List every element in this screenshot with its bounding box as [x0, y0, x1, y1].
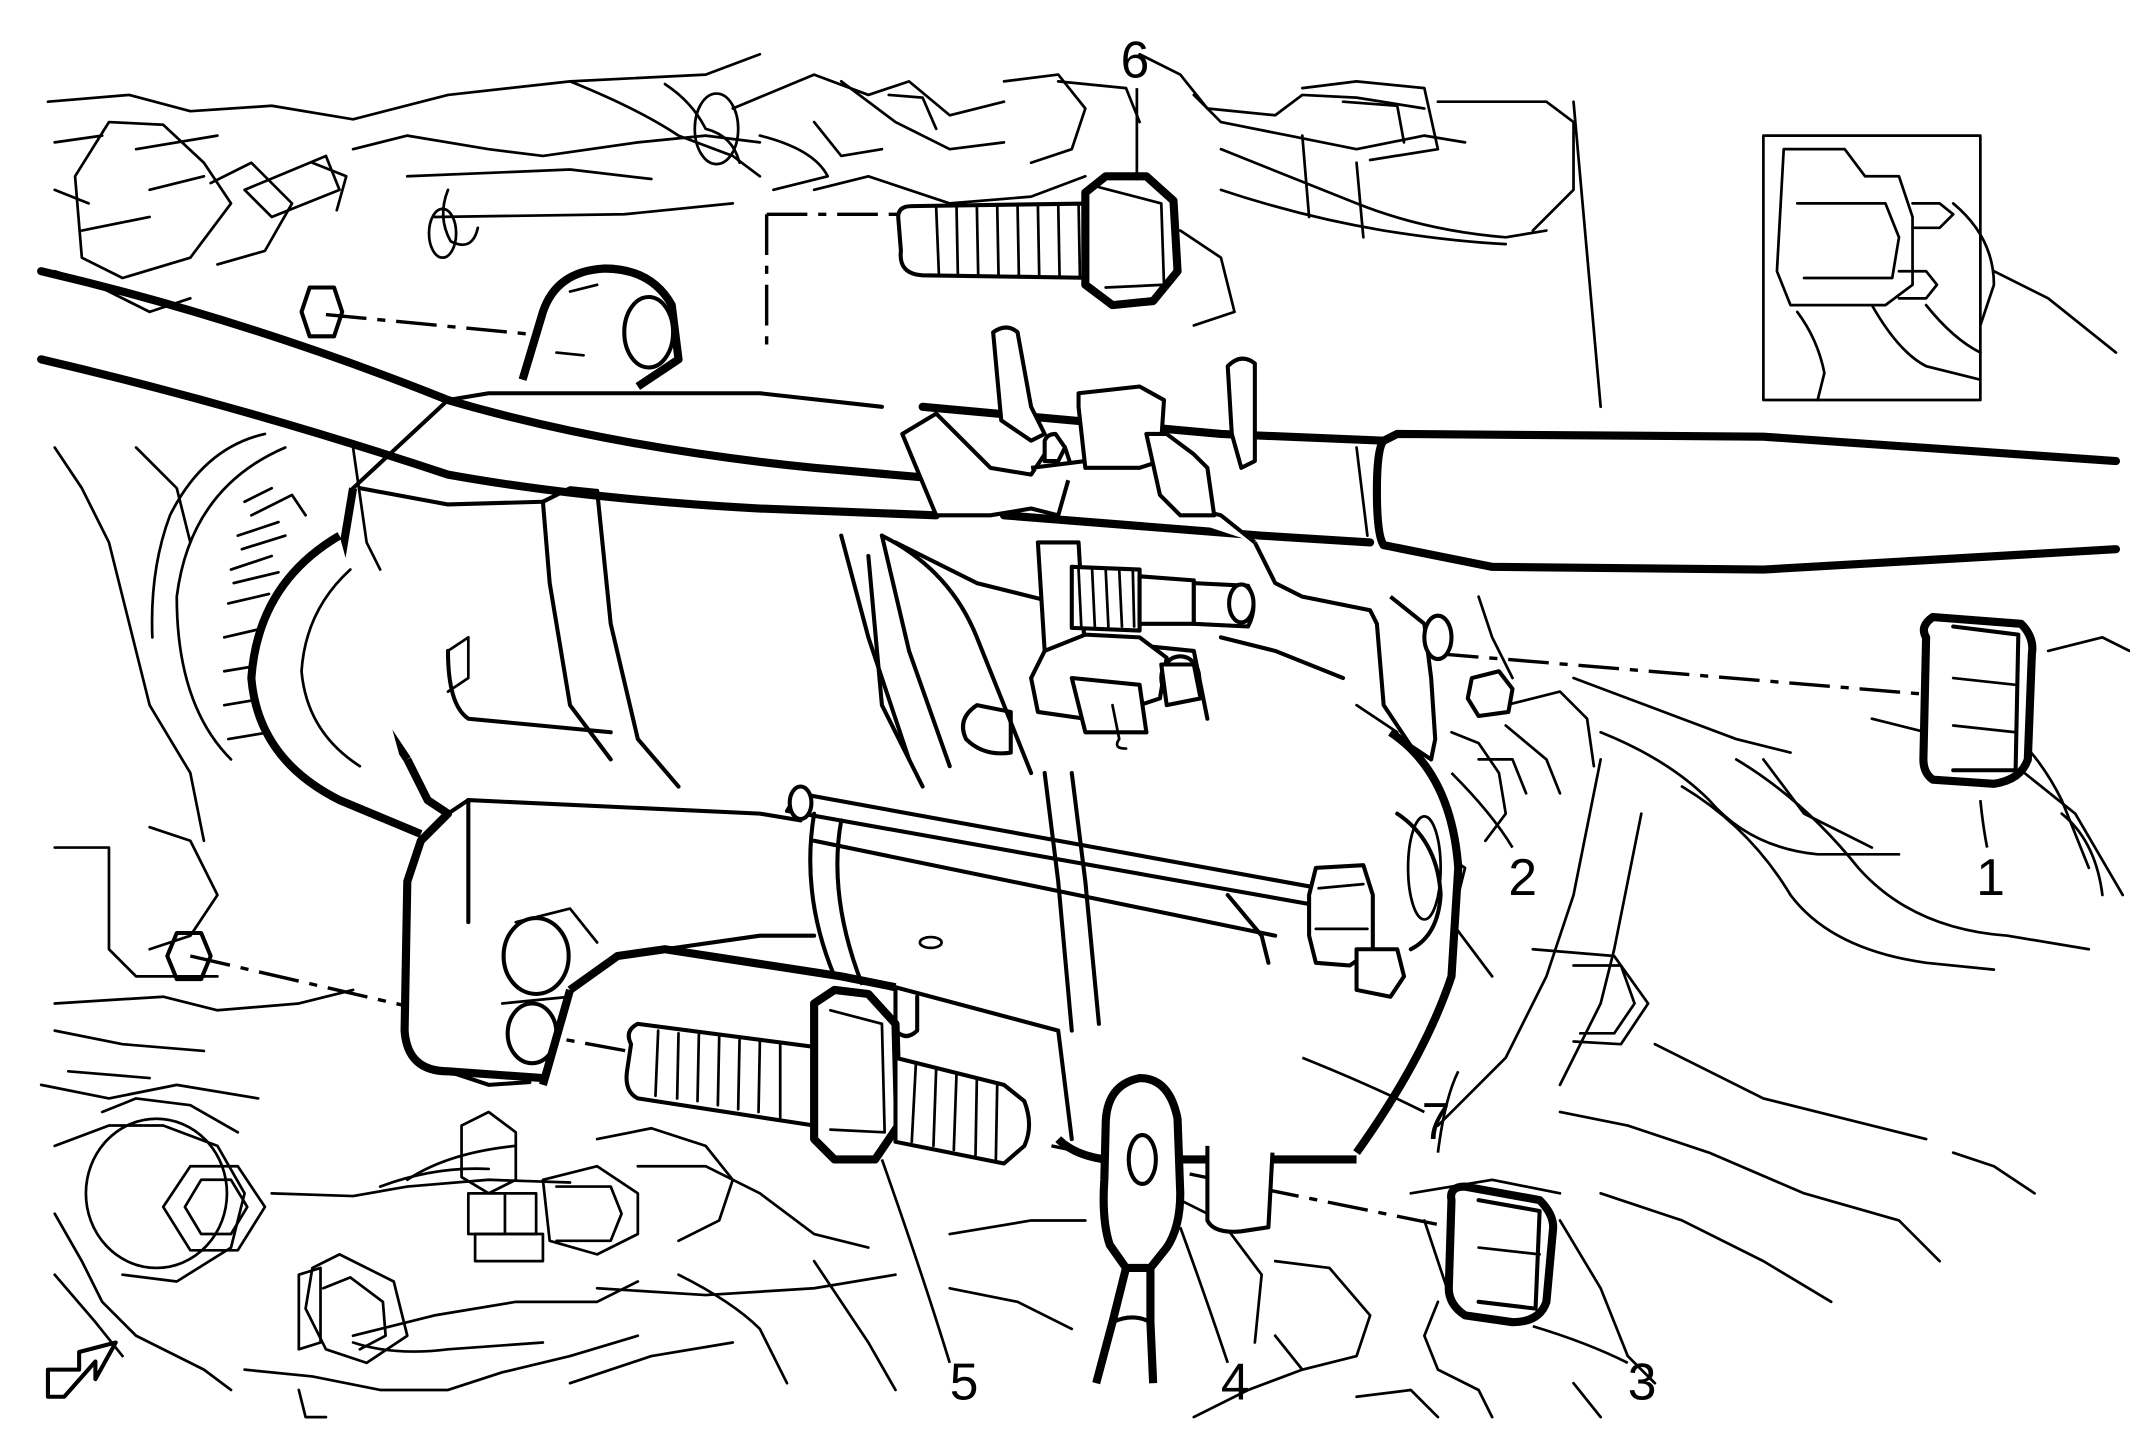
callout-4: 4: [1221, 1352, 1250, 1410]
callout-1: 1: [1976, 848, 2005, 906]
nut-1: [1919, 612, 2037, 788]
background-engine-context: [39, 52, 2130, 1419]
leader-lines: [880, 88, 1989, 1365]
callout-2: 2: [1508, 848, 1537, 906]
battery-cable-terminal: [1092, 1074, 1185, 1385]
stud-bolt-lower: [624, 985, 1032, 1166]
callout-6: 6: [1121, 30, 1150, 88]
bolt-upper: [896, 172, 1182, 310]
nut-3: [1444, 1182, 1558, 1327]
callout-labels: 6 1 2 7 5 4 3: [950, 30, 2005, 1410]
mount-point-markers: [165, 285, 345, 982]
starter-motor: [247, 264, 1562, 1234]
callout-3: 3: [1628, 1352, 1657, 1410]
callout-5: 5: [950, 1352, 979, 1410]
view-direction-arrow-icon: [45, 1340, 118, 1399]
callout-7: 7: [1422, 1092, 1451, 1150]
